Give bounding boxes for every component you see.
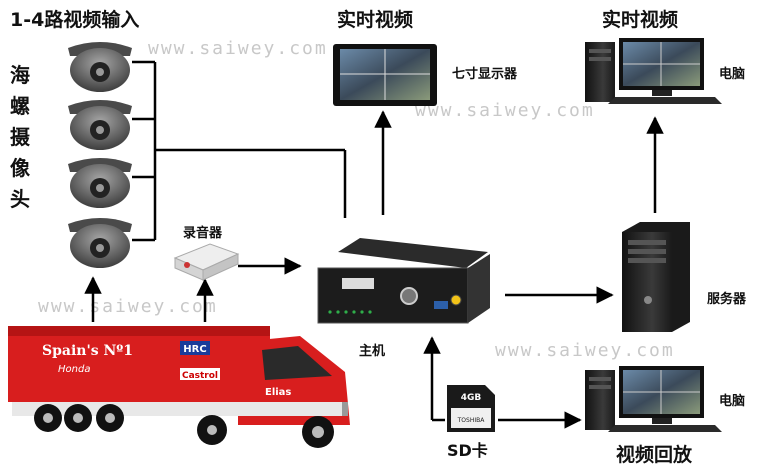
server-tower (622, 222, 690, 332)
watermark-2: www.saiwey.com (415, 100, 595, 121)
playback-label: 视频回放 (616, 444, 693, 466)
truck-brand-text: Spain's Nº1 (42, 343, 133, 359)
dome-camera-4 (68, 218, 132, 268)
sd-maker-text: TOSHIBA (457, 417, 486, 424)
truck-castrol-text: Castrol (182, 371, 218, 381)
sd-size-text: 4GB (461, 393, 482, 403)
camera-side-char-4: 像 (10, 156, 30, 180)
camera-input-label: 1-4路视频输入 (10, 9, 140, 31)
camera-side-char-5: 头 (10, 187, 30, 211)
recorder-label: 录音器 (183, 226, 223, 241)
host-dvr (317, 238, 490, 324)
pc-bottom-label: 电脑 (719, 394, 746, 409)
realtime-video-pc-label: 实时视频 (602, 9, 679, 31)
dome-camera-3 (68, 158, 132, 208)
truck-cab-text: Elias (265, 387, 291, 398)
truck-hrc-text: HRC (183, 344, 206, 355)
camera-bus-lines (132, 60, 347, 242)
camera-side-char-3: 摄 (10, 125, 30, 149)
sdcard-label: SD卡 (447, 441, 488, 460)
arrows (84, 110, 664, 429)
dome-camera-1 (68, 42, 132, 92)
truck: Spain's Nº1 Honda HRC Castrol Elias (8, 326, 350, 448)
pc-top (585, 38, 722, 104)
seven-inch-monitor (333, 44, 437, 106)
sd-card: 4GB TOSHIBA (447, 385, 495, 432)
server-label: 服务器 (707, 292, 747, 307)
realtime-video-top-label: 实时视频 (337, 9, 414, 31)
monitor-label: 七寸显示器 (452, 67, 518, 82)
watermark-4: www.saiwey.com (495, 340, 675, 361)
dome-camera-2 (68, 100, 132, 150)
watermark-1: www.saiwey.com (148, 38, 328, 59)
camera-side-label: 海 螺 摄 像 头 (8, 60, 32, 215)
watermark-3: www.saiwey.com (38, 296, 218, 317)
camera-side-char-2: 螺 (10, 94, 30, 118)
truck-sub-text: Honda (58, 364, 90, 375)
pc-bottom (585, 366, 722, 432)
host-label: 主机 (359, 344, 386, 359)
audio-recorder (173, 243, 240, 281)
camera-side-char-1: 海 (10, 63, 30, 87)
pc-top-label: 电脑 (719, 67, 746, 82)
